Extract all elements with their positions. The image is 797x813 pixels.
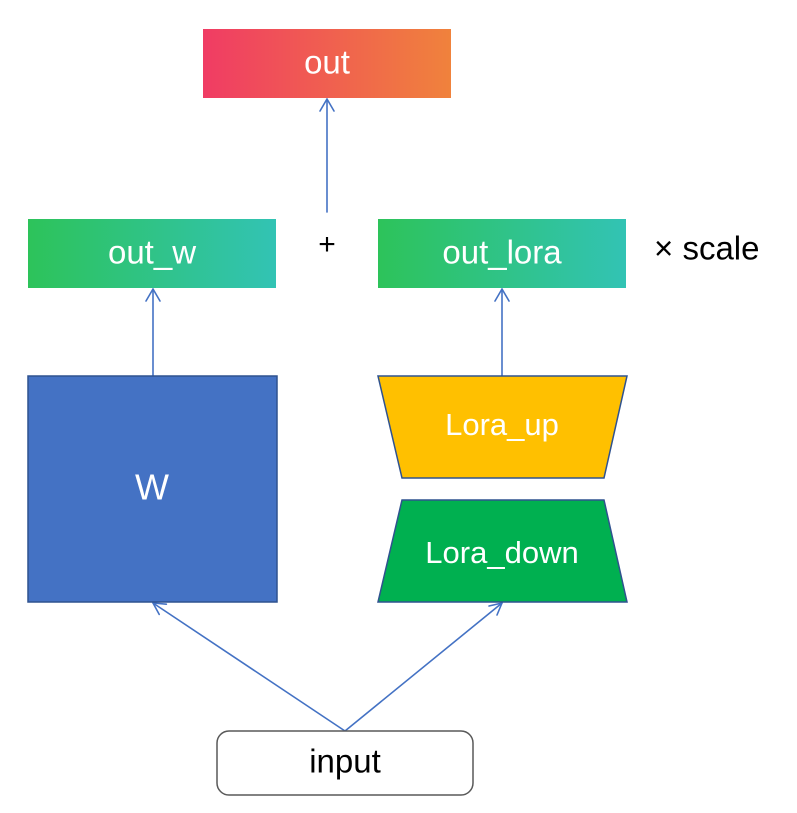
arrow-input-to-lora-down [344,602,503,732]
out-lora-label: out_lora [442,234,562,271]
lora-up-label: Lora_up [445,407,559,442]
lora-down-node: Lora_down [377,499,628,603]
out-w-label: out_w [108,234,196,271]
plus-operator: + [318,228,336,261]
out-node: out [203,29,451,98]
out-label: out [304,44,350,81]
out-w-node: out_w [28,219,276,288]
input-label: input [309,743,381,780]
scale-operator: × scale [654,230,759,267]
lora-up-node: Lora_up [377,375,628,479]
input-node: input [216,730,474,796]
out-lora-node: out_lora [378,219,626,288]
w-label: W [135,467,169,508]
w-matrix-node: W [27,375,278,603]
arrow-w-to-out-w [145,288,161,377]
lora-down-label: Lora_down [425,535,578,570]
arrow-input-to-w [152,602,346,732]
arrows [145,98,510,732]
arrow-sum-to-out [319,98,335,213]
arrow-lora-up-to-out-lora [494,288,510,377]
